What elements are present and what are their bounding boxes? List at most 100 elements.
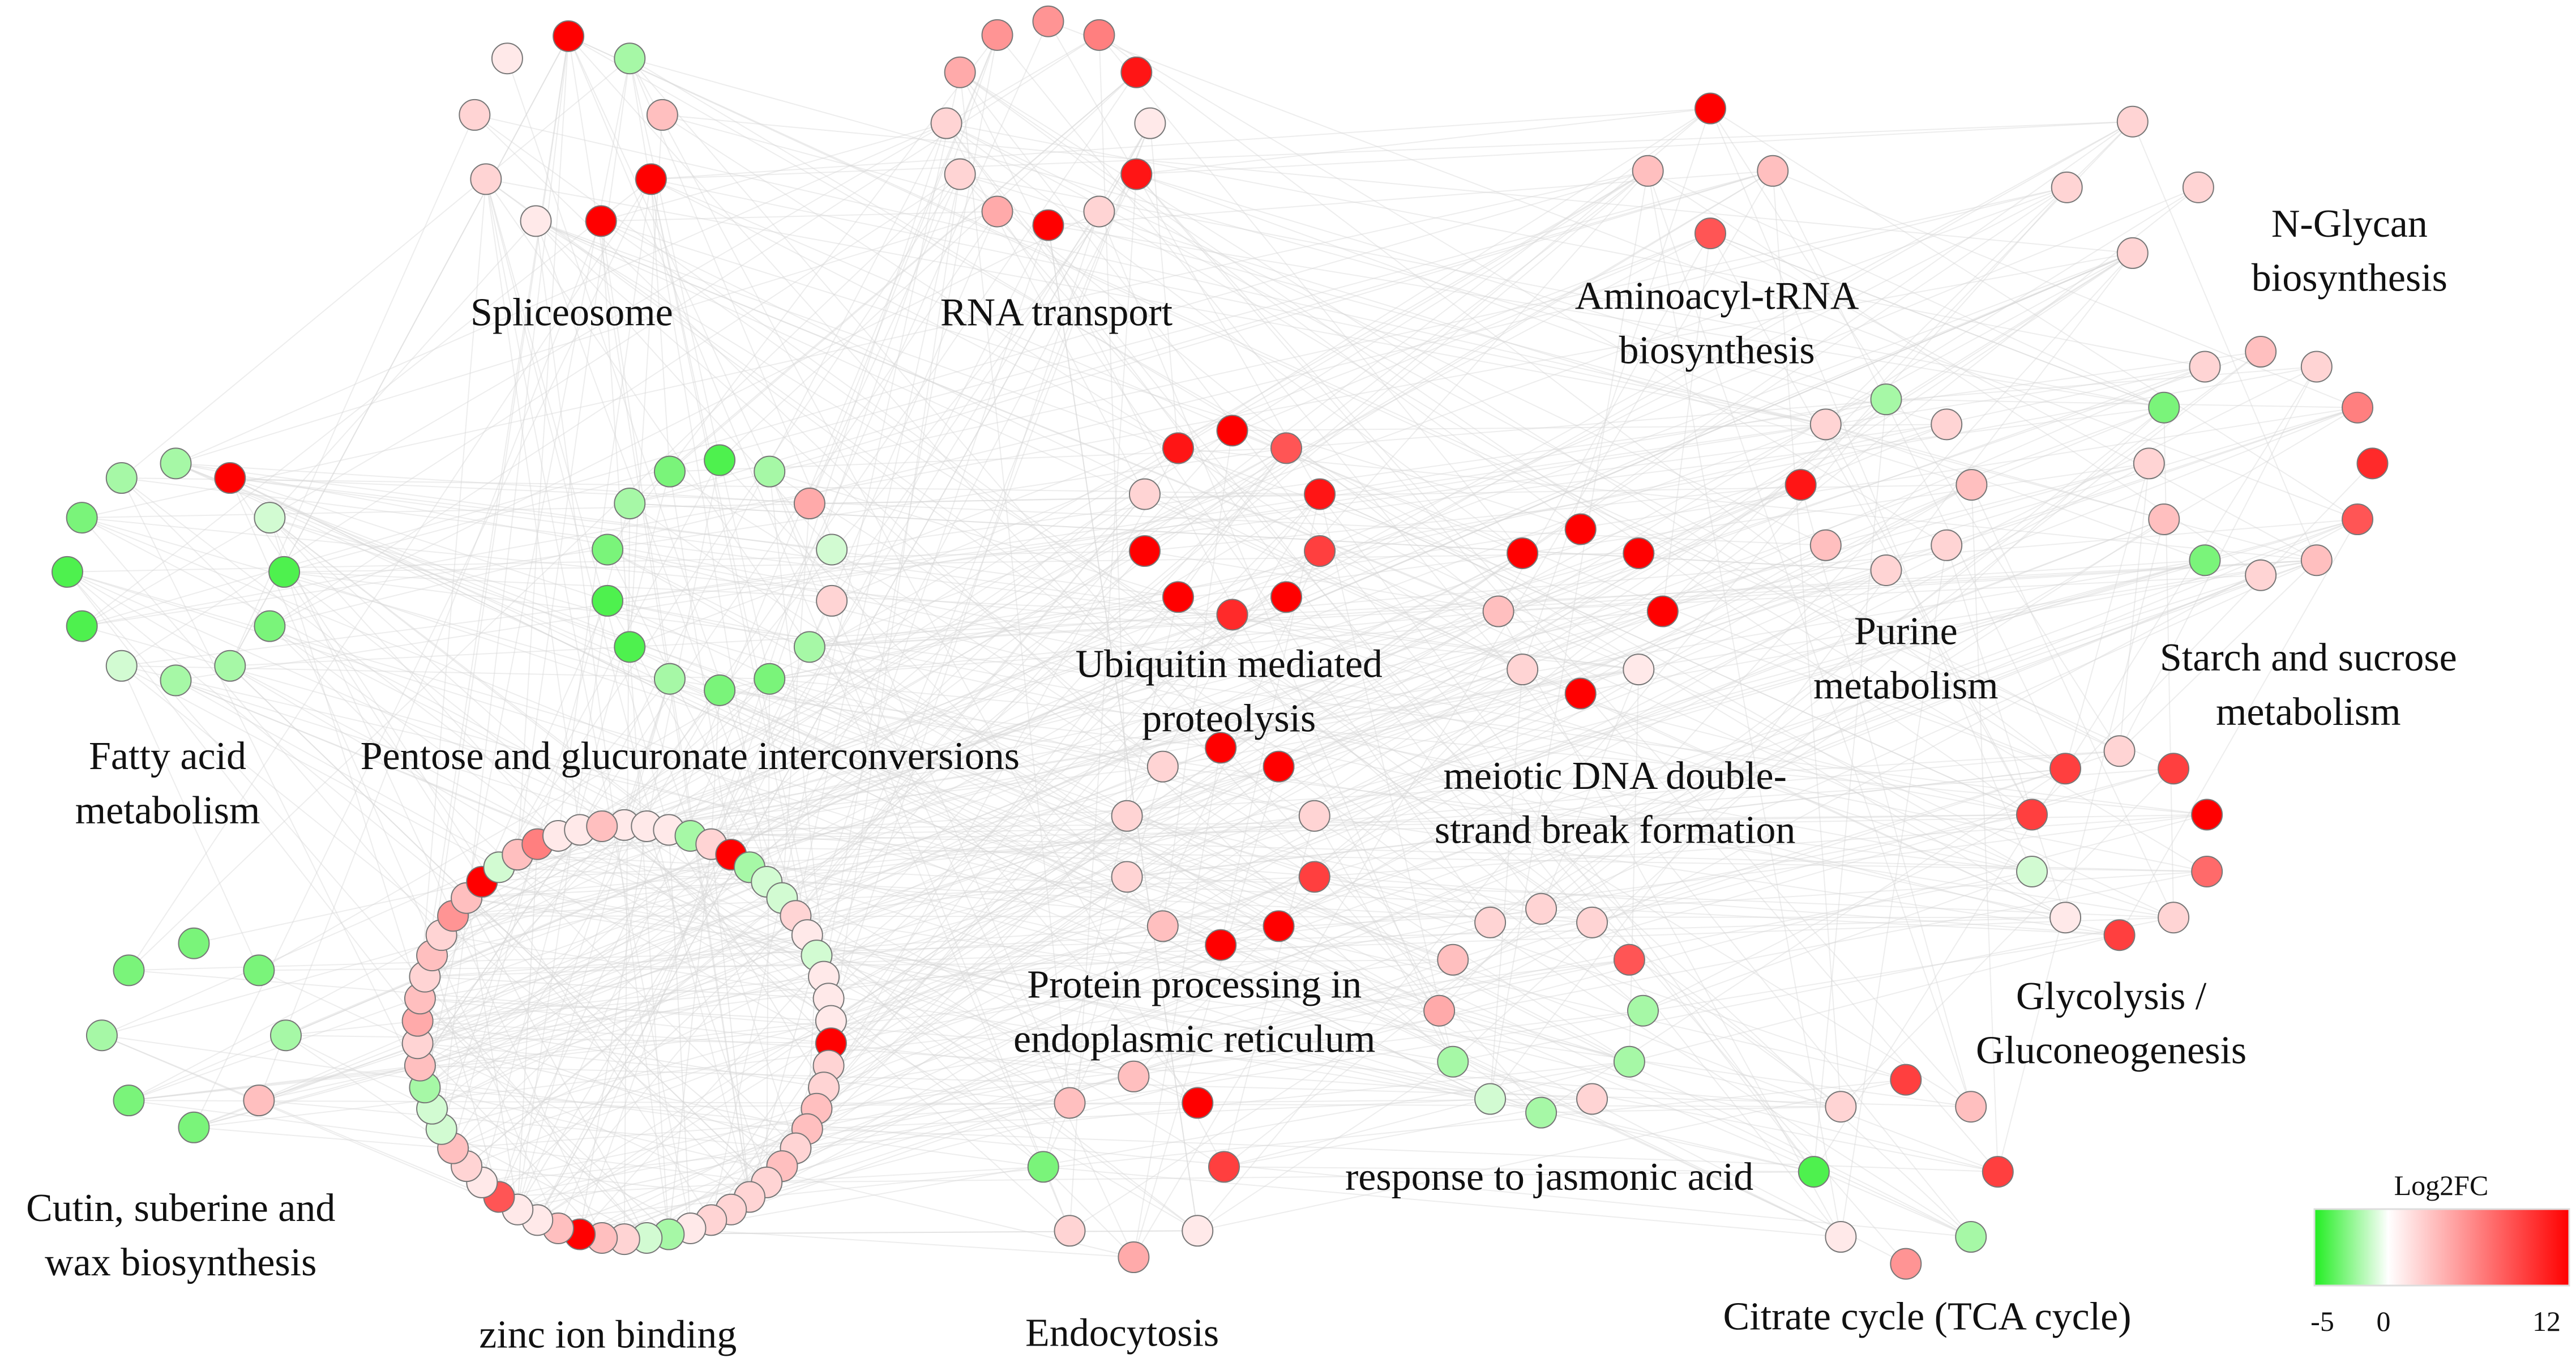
interaction-edge (176, 122, 947, 464)
interaction-edge (269, 517, 421, 999)
interaction-edge (831, 186, 2068, 1022)
interaction-edge (194, 747, 1221, 1128)
interaction-edge (959, 72, 1815, 1172)
gene-node-glycolysis (2103, 919, 2136, 951)
interaction-edge (650, 179, 829, 999)
interaction-edge (646, 186, 2199, 827)
interaction-edge (1162, 766, 2032, 872)
interaction-edge (668, 170, 1773, 831)
interaction-edge (1319, 550, 2032, 872)
interaction-edge (420, 998, 648, 1239)
interaction-edge (769, 610, 1499, 680)
interaction-edge (1772, 170, 2066, 769)
interaction-edge (420, 407, 2358, 1066)
interaction-edge (624, 824, 1071, 1104)
interaction-edge (1498, 560, 2317, 612)
interaction-edge (431, 596, 1179, 957)
cluster-label-spliceosome: Spliceosome (470, 291, 673, 335)
gene-node-spliceosome (459, 99, 491, 131)
gene-node-pentose (793, 488, 825, 520)
interaction-edge (1541, 407, 2164, 910)
interaction-edge (601, 814, 2207, 1239)
interaction-edge (499, 866, 1593, 923)
interaction-edge (259, 959, 1453, 971)
interaction-edge (1522, 108, 1711, 670)
gene-node-spliceosome (646, 99, 678, 131)
interaction-edge (81, 517, 442, 936)
interaction-edge (1178, 447, 2174, 919)
gene-node-rna (1134, 107, 1166, 139)
interaction-edge (1710, 108, 2120, 752)
gene-node-fatty (254, 610, 286, 642)
interaction-edge (537, 669, 1639, 845)
interaction-edge (831, 211, 1100, 601)
interaction-edge (284, 170, 1773, 573)
gene-node-meiotic (1482, 595, 1514, 627)
gene-node-nglycan (2182, 171, 2214, 203)
interaction-edge (1490, 253, 2133, 1100)
interaction-edge (1133, 748, 1222, 1258)
interaction-edge (417, 1043, 602, 1239)
interaction-edge (823, 959, 1630, 1088)
gene-node-meiotic (1646, 595, 1679, 627)
interaction-edge (453, 1102, 1070, 1149)
interaction-edge (816, 1010, 1644, 1109)
interaction-edge (269, 173, 961, 627)
interaction-edge (121, 477, 1639, 671)
cluster-label-starch: Starch and sucrose (2160, 636, 2457, 680)
interaction-edge (823, 174, 961, 1088)
interaction-edge (431, 553, 1523, 1109)
interaction-edge (517, 21, 1049, 1210)
interaction-edge (1197, 399, 1887, 1231)
interaction-edge (82, 178, 652, 627)
interaction-edge (806, 225, 1049, 936)
gene-node-rna (1120, 158, 1153, 190)
gene-node-endocytosis (1054, 1215, 1086, 1247)
interaction-edge (425, 484, 1801, 977)
interaction-edge (82, 34, 1099, 627)
interaction-edge (831, 121, 2133, 1044)
gene-node-glycolysis (2049, 902, 2082, 934)
interaction-edge (194, 1126, 453, 1149)
interaction-edge (1223, 934, 2120, 1168)
gene-node-nglycan (2116, 105, 2149, 138)
interaction-edge (823, 447, 1287, 1088)
gene-node-spliceosome (520, 205, 552, 237)
interaction-edge (646, 493, 1145, 827)
interaction-edge (269, 517, 1071, 1232)
cluster-label-ubiquitin: proteolysis (1142, 697, 1316, 740)
interaction-edge (417, 814, 2207, 1044)
gene-node-purine (1870, 554, 1902, 586)
cluster-label-nglycan: biosynthesis (2252, 257, 2447, 300)
interaction-edge (1178, 447, 2317, 561)
interaction-edge (668, 829, 824, 1088)
interaction-edge (629, 58, 2066, 919)
interaction-edge (809, 560, 2317, 648)
interaction-edge (229, 477, 712, 1220)
interaction-edge (485, 178, 1491, 923)
interaction-edge (194, 835, 691, 944)
interaction-edge (482, 881, 1999, 1173)
interaction-edge (2119, 463, 2150, 752)
interaction-edge (558, 211, 998, 1229)
interaction-edge (816, 955, 1198, 1232)
interaction-edge (816, 876, 1128, 1109)
interaction-edge (629, 646, 1999, 1173)
gene-node-nglycan (2051, 171, 2083, 203)
interaction-edge (807, 519, 2358, 936)
gene-node-purine (1809, 529, 1842, 561)
interaction-edge (284, 571, 1233, 616)
interaction-edge (129, 366, 2205, 1101)
interaction-edge (769, 678, 2207, 816)
interaction-edge (629, 71, 1137, 504)
interaction-edge (229, 477, 1841, 1237)
interaction-edge (176, 680, 559, 836)
interaction-edge (945, 123, 1145, 495)
interaction-edge (1127, 768, 2066, 878)
interaction-edge (417, 881, 767, 1022)
interaction-edge (1133, 766, 1280, 1258)
interaction-edge (498, 678, 670, 1197)
interaction-edge (601, 614, 1233, 827)
interaction-edge (417, 460, 720, 1022)
gene-node-cutin (178, 1111, 210, 1143)
